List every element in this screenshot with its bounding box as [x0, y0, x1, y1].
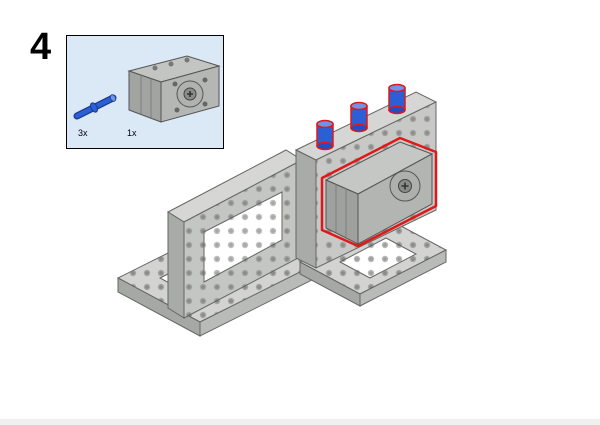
motor-icon — [127, 55, 221, 123]
blue-pin-3 — [388, 83, 406, 115]
motor-new-part — [320, 136, 438, 248]
parts-callout: 3x 1x — [66, 35, 224, 149]
bottom-right-frame — [298, 217, 448, 307]
vertical-left-frame — [166, 149, 304, 319]
blue-pin-icon — [73, 94, 117, 120]
parts-illustration — [73, 55, 221, 123]
pin-quantity: 3x — [78, 128, 88, 138]
blue-pin-1 — [316, 119, 334, 151]
step-number: 4 — [30, 26, 52, 68]
footer-strip — [0, 419, 600, 425]
blue-pin-2 — [350, 101, 368, 133]
motor-quantity: 1x — [127, 128, 137, 138]
